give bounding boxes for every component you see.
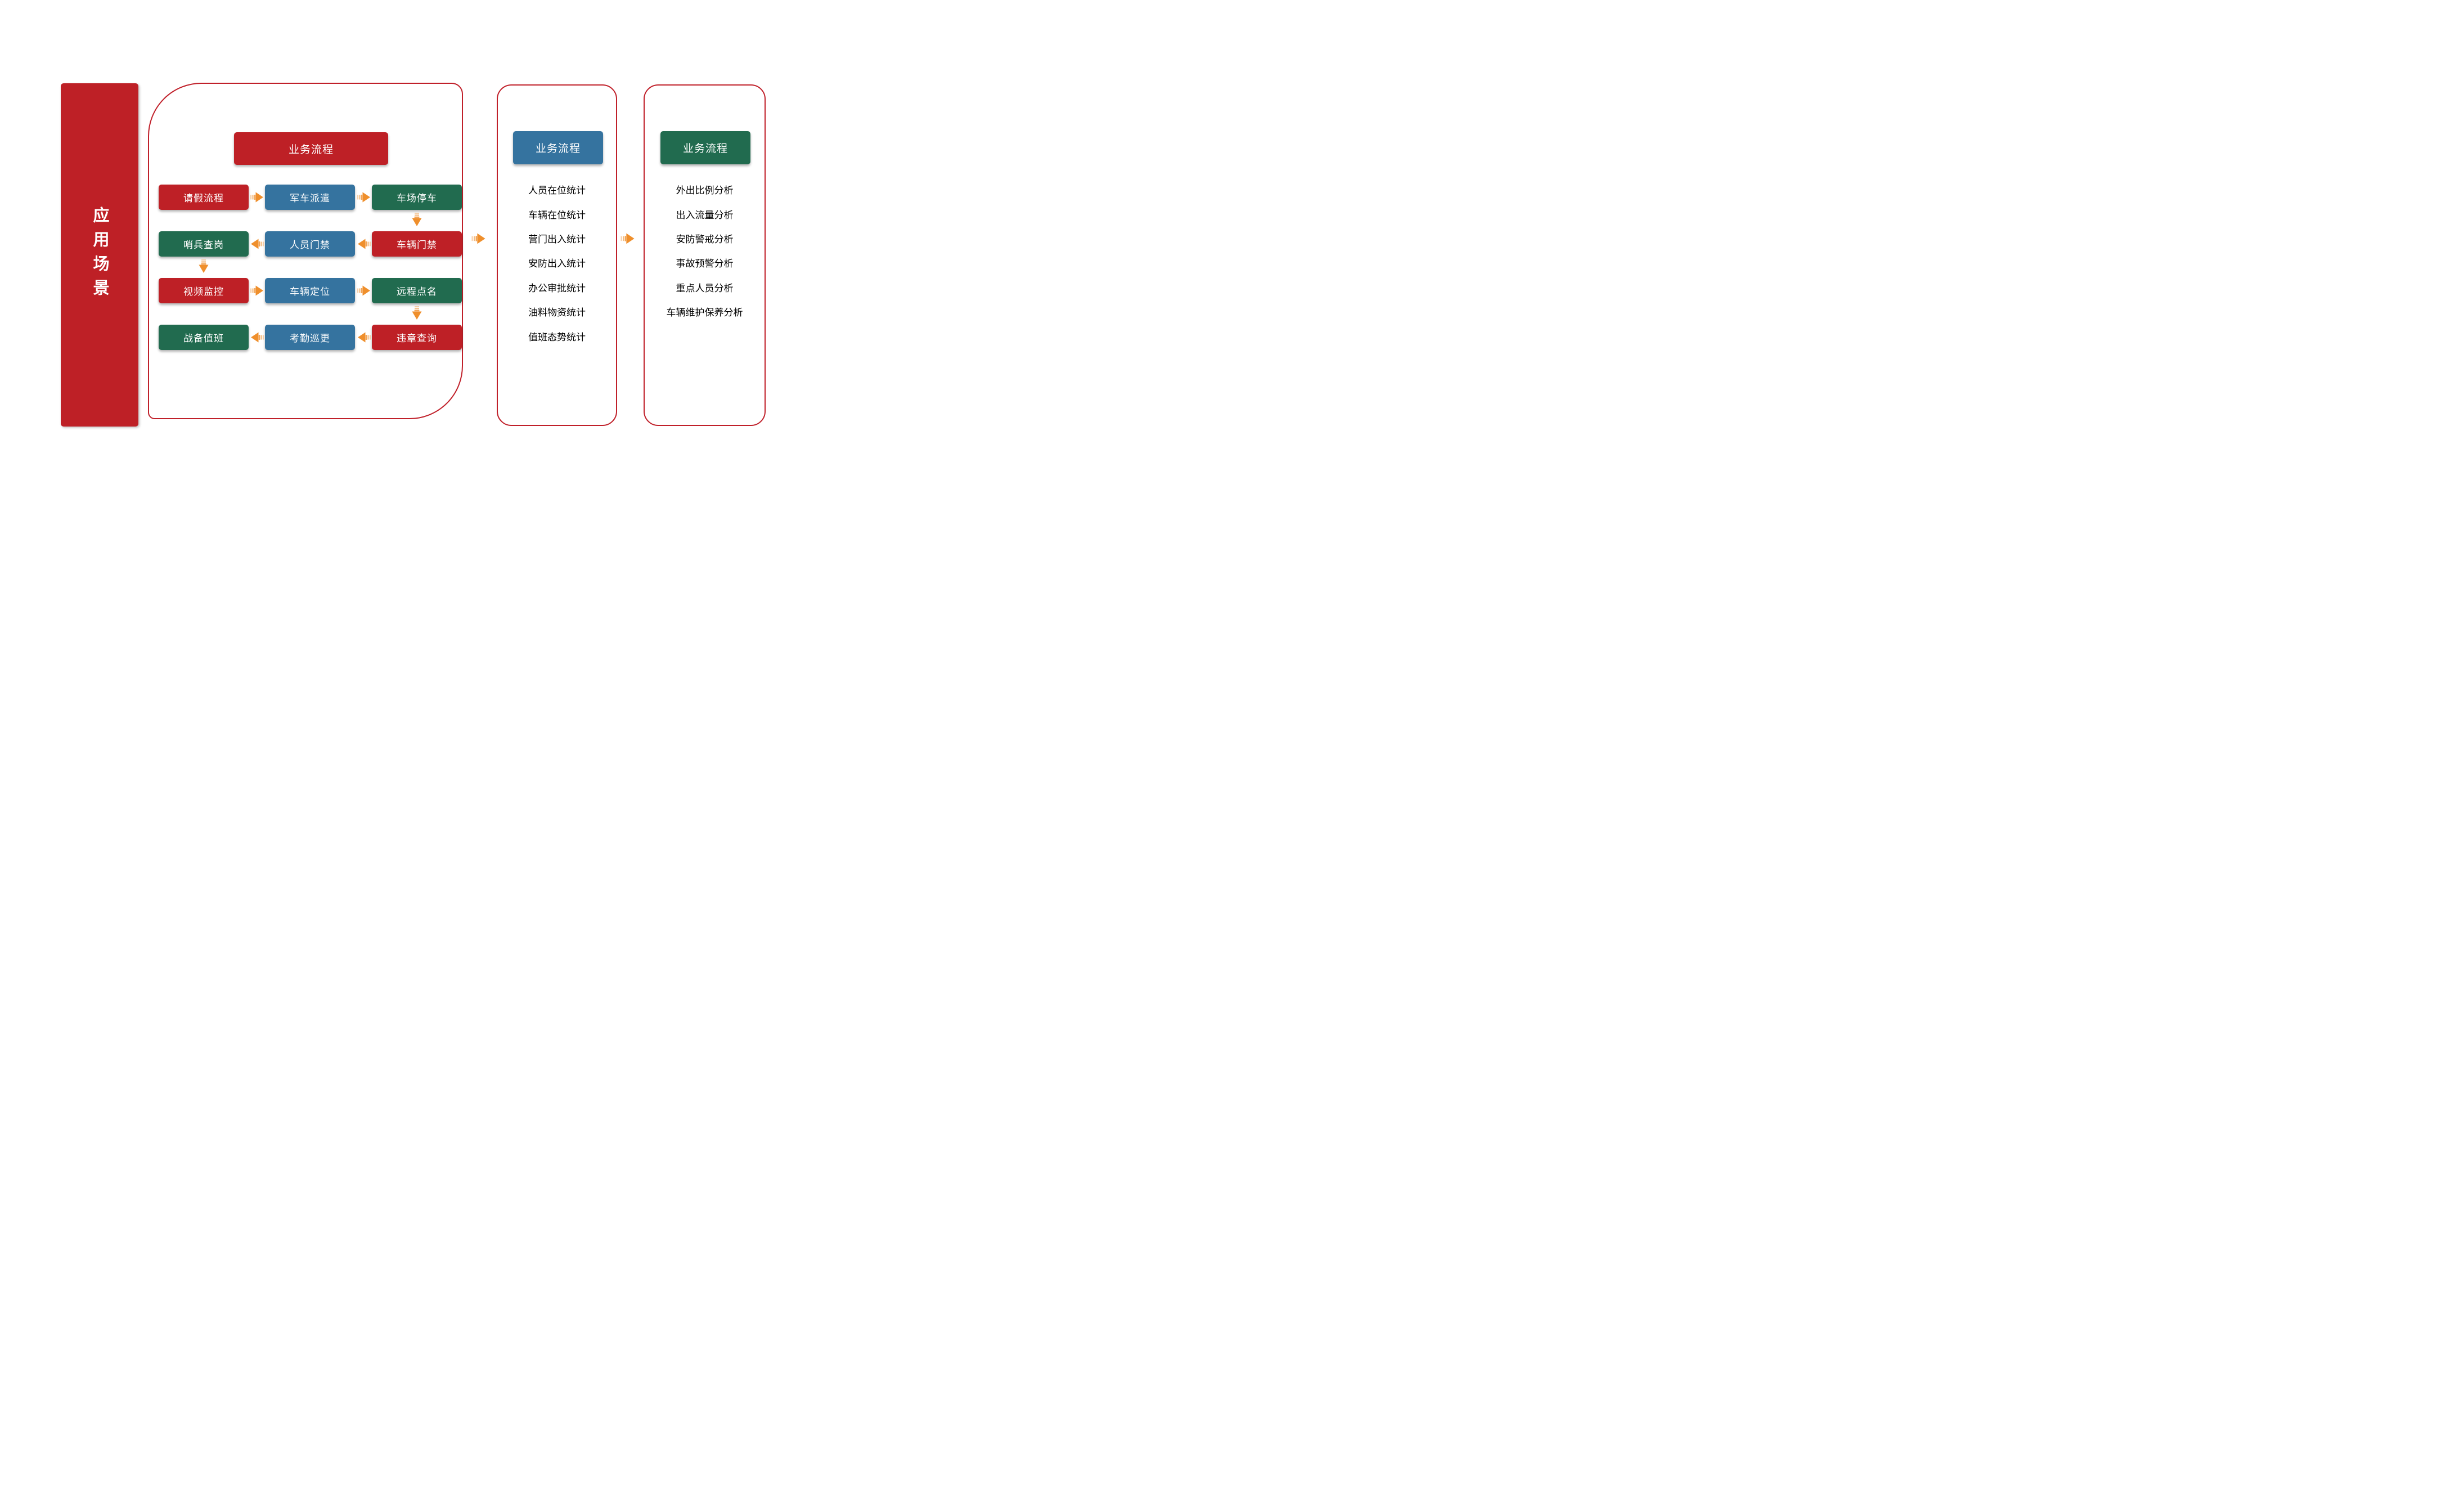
flow-arrow-right-icon [357,191,371,203]
application-scenarios-diagram: 应用场景 业务流程 请假流程 军车派遣 车场停车 哨兵查岗 人员门禁 车辆门禁 … [0,0,821,498]
flow-box: 人员门禁 [265,231,355,257]
main-panel-header-label: 业务流程 [288,143,334,156]
analysis-item: 重点人员分析 [676,282,734,294]
flow-arrow-right-icon [250,191,264,203]
flow-box: 违章查询 [372,325,462,350]
flow-arrow-down-icon [411,213,422,227]
stat-item: 安防出入统计 [528,258,586,270]
stat-item: 办公审批统计 [528,282,586,294]
analysis-item: 出入流量分析 [676,209,734,221]
analysis-item: 事故预警分析 [676,258,734,270]
analysis-panel-header: 业务流程 [660,131,750,164]
analysis-item: 安防警戒分析 [676,234,734,245]
stats-list: 人员在位统计 车辆在位统计 营门出入统计 安防出入统计 办公审批统计 油料物资统… [498,177,616,348]
flow-arrow-left-icon [250,238,264,250]
sidebar-application-scenarios: 应用场景 [61,83,138,427]
flow-box: 车辆门禁 [372,231,462,257]
flow-arrow-right-icon [357,285,371,297]
flow-box: 远程点名 [372,278,462,303]
sidebar-label: 应用场景 [91,207,109,303]
stats-panel-header: 业务流程 [513,131,603,164]
analysis-panel-header-label: 业务流程 [682,143,728,155]
flow-arrow-right-icon [250,285,264,297]
flow-arrow-left-icon [250,331,264,343]
stat-item: 车辆在位统计 [528,209,586,221]
analysis-item: 车辆维护保养分析 [666,307,743,318]
stats-panel-header-label: 业务流程 [535,143,581,155]
flow-arrow-left-icon [357,331,371,343]
stat-item: 营门出入统计 [528,234,586,245]
main-panel-header: 业务流程 [234,132,388,165]
flow-box: 军车派遣 [265,185,355,210]
flow-box: 哨兵查岗 [159,231,249,257]
flow-arrow-down-icon [411,306,422,321]
flow-box: 请假流程 [159,185,249,210]
analysis-panel: 业务流程 外出比例分析 出入流量分析 安防警戒分析 事故预警分析 重点人员分析 … [644,84,766,426]
stat-item: 油料物资统计 [528,307,586,318]
analysis-list: 外出比例分析 出入流量分析 安防警戒分析 事故预警分析 重点人员分析 车辆维护保… [645,177,765,324]
stat-item: 人员在位统计 [528,185,586,196]
statistics-panel: 业务流程 人员在位统计 车辆在位统计 营门出入统计 安防出入统计 办公审批统计 … [497,84,617,426]
panel-link-arrow-icon [471,232,486,245]
flow-arrow-down-icon [198,259,209,274]
analysis-item: 外出比例分析 [676,185,734,196]
business-process-panel: 业务流程 请假流程 军车派遣 车场停车 哨兵查岗 人员门禁 车辆门禁 视频监控 … [148,83,463,419]
flow-box: 视频监控 [159,278,249,303]
flow-box: 考勤巡更 [265,325,355,350]
stat-item: 值班态势统计 [528,331,586,343]
flow-box: 战备值班 [159,325,249,350]
flow-box: 车辆定位 [265,278,355,303]
flow-box: 车场停车 [372,185,462,210]
panel-link-arrow-icon [621,232,635,245]
flow-arrow-left-icon [357,238,371,250]
